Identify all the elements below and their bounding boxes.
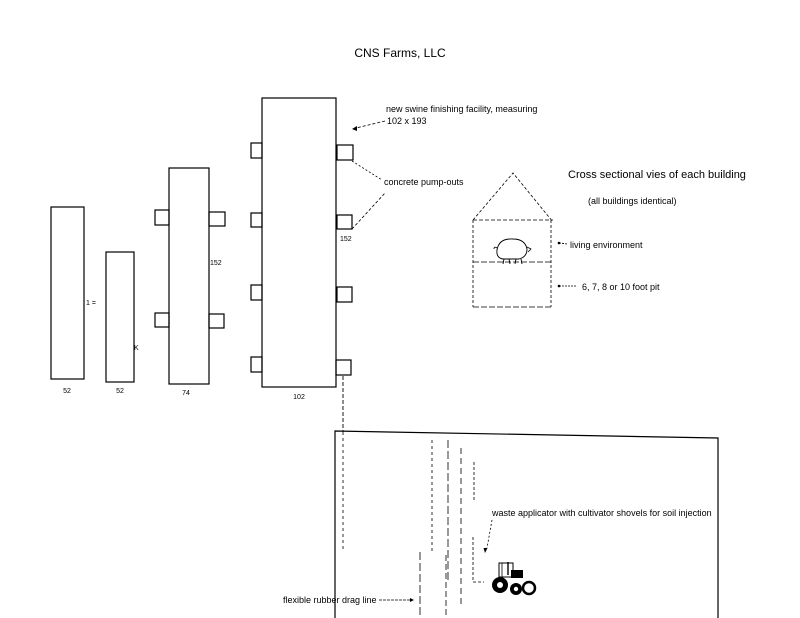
leader-line	[486, 519, 493, 549]
building-2-outline	[105, 251, 135, 383]
building-2-side-label: K	[134, 345, 139, 352]
cross-section-title: Cross sectional vies of each building	[568, 169, 746, 181]
pump-out	[208, 211, 226, 227]
building-1-outline	[50, 206, 85, 380]
leader-line	[355, 120, 386, 129]
pump-out	[335, 359, 352, 376]
building-3: 152 74	[154, 167, 226, 397]
new-facility-label-line1: new swine finishing facility, measuring	[386, 104, 537, 114]
building-1-width-label: 52	[63, 388, 71, 395]
new-facility-annotation: new swine finishing facility, measuring …	[352, 104, 537, 131]
cross-section-subtitle: (all buildings identical)	[588, 196, 677, 206]
arrow-head-icon	[483, 548, 488, 553]
building-4: 152 102	[250, 97, 354, 401]
arrow-head-icon	[352, 126, 357, 131]
diagram-title: CNS Farms, LLC	[354, 46, 446, 60]
building-1-side-label: 1 =	[86, 300, 96, 307]
waste-applicator-label: waste applicator with cultivator shovels…	[491, 508, 712, 518]
leader-line	[559, 242, 568, 245]
field-boundary	[334, 430, 719, 618]
building-3-side-label: 152	[210, 260, 222, 267]
pit-depth-label: 6, 7, 8 or 10 foot pit	[582, 282, 660, 292]
bullet-icon	[557, 241, 561, 245]
building-2-width-label: 52	[116, 388, 124, 395]
drag-line-label: flexible rubber drag line	[283, 595, 377, 605]
applicator-hose	[472, 537, 484, 583]
pump-outs-label: concrete pump-outs	[384, 177, 464, 187]
building-1: 1 = 52	[50, 206, 96, 395]
living-environment-label: living environment	[570, 240, 643, 250]
building-3-outline	[168, 167, 210, 385]
arrow-head-icon	[410, 598, 414, 602]
roof-outline	[472, 172, 554, 223]
pump-out	[250, 284, 263, 301]
pump-out	[250, 212, 263, 228]
pig-icon	[493, 238, 532, 265]
tractor-icon	[492, 562, 537, 596]
application-field: waste applicator with cultivator shovels…	[283, 430, 719, 618]
pump-outs-annotation: concrete pump-outs	[351, 160, 464, 230]
building-4-outline	[261, 97, 337, 388]
pump-out	[154, 312, 170, 328]
building-4-side-label: 152	[340, 236, 352, 243]
new-facility-label-line2: 102 x 193	[387, 116, 427, 126]
pump-out	[250, 142, 263, 159]
pump-out	[154, 209, 170, 226]
building-3-width-label: 74	[182, 390, 190, 397]
pump-out	[336, 286, 353, 303]
pump-out	[336, 144, 354, 161]
leader-line	[351, 160, 383, 181]
building-4-width-label: 102	[293, 394, 305, 401]
pump-out	[208, 313, 225, 329]
leader-line	[351, 192, 386, 230]
pump-out	[250, 356, 263, 373]
cross-section: Cross sectional vies of each building (a…	[472, 169, 746, 308]
pump-out	[336, 214, 353, 230]
bullet-icon	[557, 284, 561, 288]
building-2: K 52	[105, 251, 139, 395]
